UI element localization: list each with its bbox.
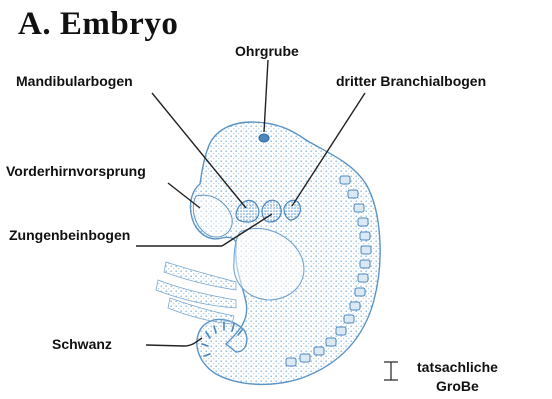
- label-dritter-branchialbogen: dritter Branchialbogen: [336, 73, 486, 89]
- label-scale-line2: GroBe: [436, 378, 479, 394]
- label-schwanz: Schwanz: [52, 336, 112, 352]
- label-ohrgrube: Ohrgrube: [235, 43, 299, 59]
- label-mandibularbogen: Mandibularbogen: [16, 73, 133, 89]
- otic-pit: [259, 134, 269, 142]
- pointer-ohrgrube: [264, 60, 268, 132]
- label-vorderhirnvorsprung: Vorderhirnvorsprung: [6, 163, 146, 179]
- scale-bar: [384, 362, 398, 380]
- label-zungenbeinbogen: Zungenbeinbogen: [9, 227, 130, 243]
- diagram-title: A. Embryo: [18, 6, 178, 43]
- label-scale-line1: tatsachliche: [417, 359, 498, 375]
- pointer-schwanz: [146, 338, 202, 346]
